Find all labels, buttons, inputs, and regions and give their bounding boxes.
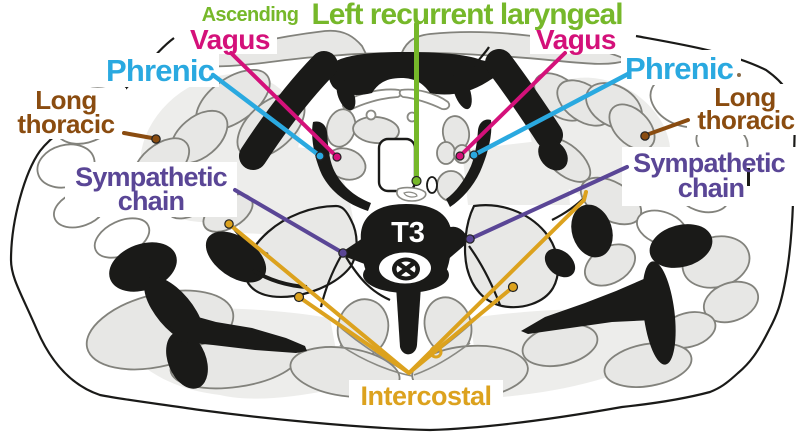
svg-text:thoracic: thoracic bbox=[17, 109, 114, 139]
svg-text:Sympathetic: Sympathetic bbox=[75, 162, 228, 192]
svg-text:chain: chain bbox=[118, 186, 185, 216]
svg-text:Long: Long bbox=[35, 85, 97, 115]
svg-text:Phrenic: Phrenic bbox=[106, 53, 215, 88]
svg-text:thoracic: thoracic bbox=[697, 105, 794, 135]
svg-text:Left recurrent laryngeal: Left recurrent laryngeal bbox=[311, 0, 622, 31]
svg-text:Intercostal: Intercostal bbox=[360, 381, 491, 411]
svg-text:T3: T3 bbox=[391, 217, 425, 249]
svg-text:Sympathetic: Sympathetic bbox=[633, 148, 786, 178]
svg-text:chain: chain bbox=[678, 173, 745, 203]
svg-text:Phrenic: Phrenic bbox=[625, 51, 734, 86]
svg-text:Long: Long bbox=[714, 82, 776, 112]
svg-text:Vagus: Vagus bbox=[190, 24, 270, 55]
svg-text:Vagus: Vagus bbox=[536, 24, 616, 55]
svg-text:Ascending: Ascending bbox=[202, 4, 299, 26]
